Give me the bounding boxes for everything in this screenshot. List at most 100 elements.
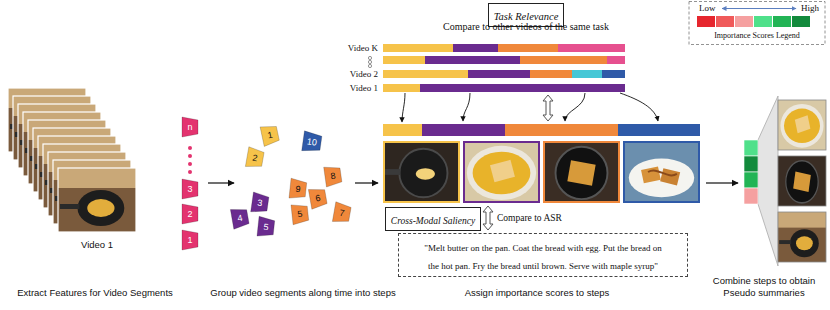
segment-card: 6 [308,187,327,209]
transcript-box: "Melt butter on the pan. Coat the bread … [398,233,688,277]
step-caption: Assign importance scores to steps [465,287,610,299]
video-label: Video 2 [350,68,378,80]
score-cell [744,156,758,172]
step-segment [420,84,625,92]
segment-card: 4 [230,207,249,229]
frame-stack [8,88,136,232]
step-segment [383,84,420,92]
legend-swatch [792,16,810,27]
score-cell [744,172,758,188]
flow-arrow [208,182,234,183]
card-shape [257,216,275,238]
step-segment [520,56,607,64]
dot [188,154,192,158]
scale-swatch [716,16,734,27]
step-segment [468,70,530,78]
card-shape [182,230,198,250]
card-shape [182,204,198,224]
card-shape [251,192,270,214]
dot [188,146,192,150]
step-segment [383,56,425,64]
step-segment [498,44,558,52]
legend-text: High [801,3,819,14]
note-text: Compare to ASR [497,212,562,224]
photo-border [624,142,699,202]
step-segment [425,56,520,64]
segment-card: 2 [245,147,264,169]
step-bar [383,124,700,136]
score-column [744,140,758,204]
card-shape [182,179,198,199]
segment-number: n [187,117,192,137]
scale-arrow [722,8,796,9]
step-segment [505,124,618,136]
video-label: Video 1 [81,239,113,251]
card-shape [245,147,264,169]
card-shape [332,202,351,224]
legend-swatch [697,16,715,27]
feature-card: 1 [182,230,198,250]
photo-border [778,212,826,262]
video-frame [58,168,136,232]
legend-frame [689,2,825,45]
step-segment [383,124,422,136]
section-tag: Cross-Modal Saliency [385,207,481,231]
step-photo [623,141,700,203]
flow-arrow [706,182,738,183]
card-shape [324,165,343,187]
segment-card: 9 [289,178,307,200]
scale-swatch [735,16,753,27]
step-caption: Combine steps to obtain Pseudo summaries [702,275,826,299]
card-shape [289,178,307,200]
scale-swatch [773,16,791,27]
dot [368,60,371,63]
flow-arrow [355,182,378,183]
step-segment [422,124,505,136]
tag-text: Cross-Modal Saliency [391,216,475,226]
card-shape [182,117,198,137]
summary-projection [758,96,778,266]
step-photo [463,141,540,203]
segment-card: 5 [291,203,309,225]
step-segment [530,70,572,78]
step-segment [453,44,498,52]
step-segment [572,70,602,78]
frame-edge [58,168,136,232]
card-shape [291,203,309,225]
compare-arrow [543,95,553,121]
photo-border [384,142,459,202]
score-cell [744,188,758,204]
dot [188,162,192,166]
step-segment [618,124,700,136]
step-photo [383,141,460,203]
step-caption: Group video segments along time into ste… [210,287,395,299]
dot [368,64,371,67]
segment-card: 7 [332,202,351,224]
step-segment [383,44,453,52]
step-segment [558,44,625,52]
summary-photo [778,100,826,150]
segment-number: 1 [187,230,192,250]
segment-card: 5 [257,216,275,238]
alignment-arrow [565,93,585,121]
segment-number: 2 [187,204,192,224]
segment-card: 1 [260,124,280,147]
score-cell [744,140,758,156]
segment-number: 3 [187,179,192,199]
step-segment [602,70,625,78]
legend-text: Low [699,3,716,14]
legend-title: Importance Scores Legend [714,30,800,41]
card-shape [230,207,249,229]
step-segment [607,56,625,64]
photo-border [778,156,826,206]
card-shape [302,131,323,153]
photo-border [778,100,826,150]
ellipsis-dots [368,56,371,67]
alignment-arrow [463,93,470,121]
video-label: Video 1 [350,82,378,94]
segment-card: 3 [251,192,270,214]
feature-card: 2 [182,204,198,224]
summary-photo [778,156,826,206]
step-photo [543,141,620,203]
